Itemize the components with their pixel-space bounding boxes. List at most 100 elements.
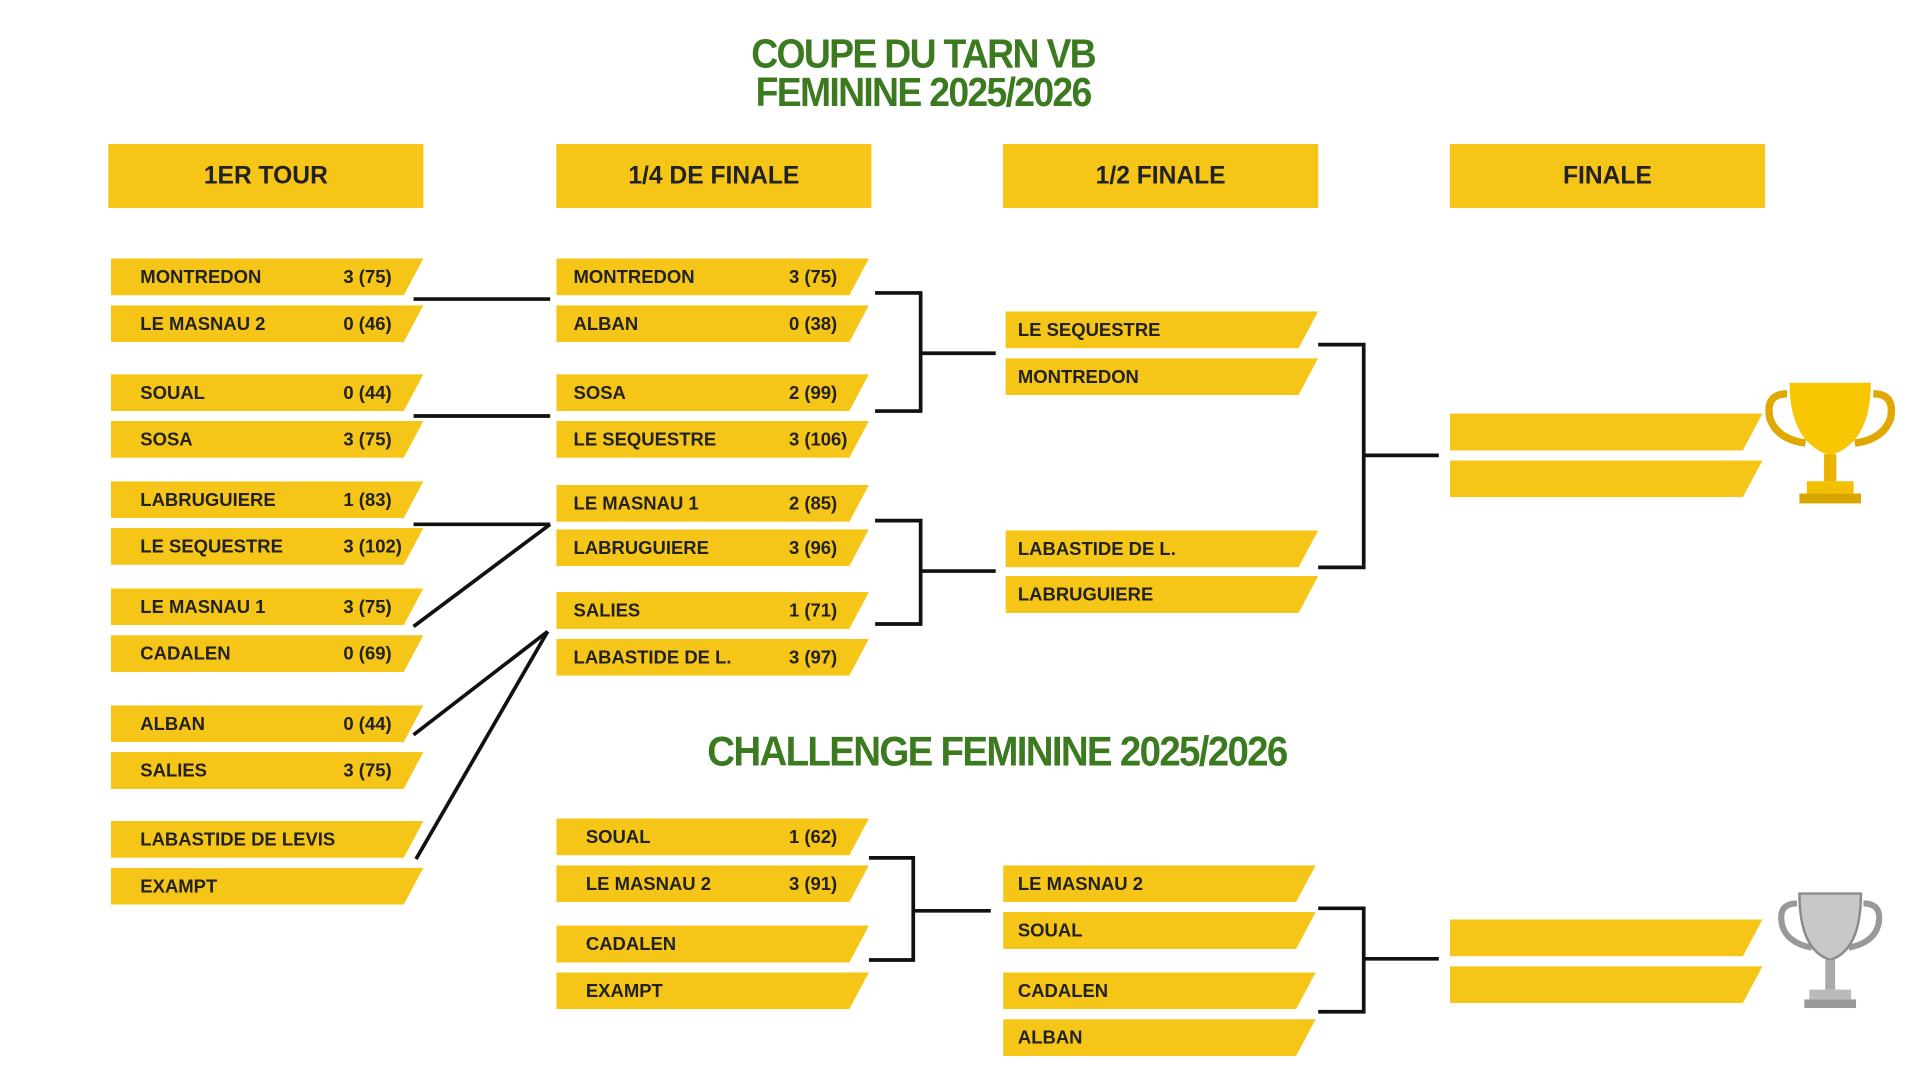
bracket-connector: [1318, 342, 1366, 570]
header-round1: 1ER TOUR: [108, 144, 424, 209]
team-slot: SOSA 2 (99): [556, 374, 869, 411]
challenge-title: CHALLENGE FEMININE 2025/2026: [707, 728, 1288, 776]
team-slot: LE MASNAU 2 0 (46): [111, 305, 424, 342]
team-score: 1 (62): [788, 827, 838, 849]
team-score: 3 (75): [788, 267, 838, 289]
team-name: EXAMPT: [140, 876, 218, 898]
team-slot: ALBAN: [1003, 1019, 1316, 1056]
bracket-connector: [1318, 906, 1366, 1014]
header-final: FINALE: [1449, 144, 1765, 209]
connector-line: [412, 522, 552, 628]
team-slot: LE MASNAU 2 3 (91): [556, 865, 869, 902]
team-slot: SOUAL 0 (44): [111, 374, 424, 411]
team-slot: ALBAN 0 (38): [556, 305, 869, 342]
team-slot: MONTREDON 3 (75): [111, 258, 424, 295]
team-slot: MONTREDON 3 (75): [556, 258, 869, 295]
team-name: LE MASNAU 1: [140, 596, 266, 618]
team-name: LABASTIDE DE L.: [1017, 539, 1176, 561]
team-slot: LABASTIDE DE LEVIS: [111, 821, 424, 858]
team-score: 2 (85): [788, 493, 838, 515]
team-score: 2 (99): [788, 382, 838, 404]
team-name: LE SEQUESTRE: [140, 536, 283, 558]
team-score: 0 (38): [788, 313, 838, 335]
team-slot: LABRUGUIERE 3 (96): [556, 529, 869, 566]
team-name: EXAMPT: [585, 980, 663, 1002]
gold-trophy-icon: [1765, 382, 1896, 504]
team-score: 0 (46): [343, 313, 392, 335]
team-slot: LABASTIDE DE L. 3 (97): [556, 639, 869, 676]
team-score: 3 (102): [343, 536, 402, 558]
team-slot: [1450, 919, 1763, 956]
main-title: COUPE DU TARN VB FEMININE 2025/2026: [640, 30, 1206, 115]
team-name: LE MASNAU 2: [585, 873, 712, 895]
team-slot: SOUAL: [1003, 912, 1316, 949]
team-slot: CADALEN 0 (69): [111, 635, 424, 672]
team-score: 3 (75): [343, 429, 392, 451]
team-slot: [1450, 414, 1763, 451]
team-name: LABRUGUIERE: [1017, 584, 1154, 606]
team-slot: LE MASNAU 2: [1003, 865, 1316, 902]
team-name: LABASTIDE DE L.: [573, 647, 732, 669]
team-score: 1 (83): [343, 489, 392, 511]
team-name: SOSA: [140, 429, 193, 451]
team-score: 0 (44): [343, 382, 392, 404]
team-score: 0 (44): [343, 713, 392, 735]
team-slot: LABRUGUIERE 1 (83): [111, 481, 424, 518]
silver-trophy-icon: [1778, 892, 1883, 1009]
team-slot: LABRUGUIERE: [1006, 576, 1319, 613]
team-name: LABRUGUIERE: [573, 537, 709, 559]
team-name: MONTREDON: [573, 267, 695, 289]
team-name: SALIES: [140, 760, 208, 782]
team-slot: SALIES 3 (75): [111, 752, 424, 789]
team-slot: ALBAN 0 (44): [111, 705, 424, 742]
team-slot: EXAMPT: [556, 972, 869, 1009]
team-slot: [1450, 966, 1763, 1003]
team-name: SOUAL: [585, 827, 651, 849]
team-slot: MONTREDON: [1006, 358, 1319, 395]
team-name: CADALEN: [585, 934, 677, 956]
main-title-line2: FEMININE 2025/2026: [755, 68, 1093, 115]
team-slot: [1450, 460, 1763, 497]
team-slot: LE SEQUESTRE: [1006, 311, 1319, 348]
header-semifinals: 1/2 FINALE: [1003, 144, 1319, 209]
team-name: LE SEQUESTRE: [1017, 320, 1161, 341]
team-slot: LABASTIDE DE L.: [1006, 530, 1319, 567]
team-name: LABRUGUIERE: [140, 489, 276, 511]
team-name: LE MASNAU 2: [140, 313, 266, 335]
team-score: 3 (106): [788, 429, 848, 451]
team-name: MONTREDON: [1017, 366, 1139, 388]
team-name: LE MASNAU 1: [573, 493, 699, 515]
team-name: SOSA: [573, 382, 626, 404]
team-name: SOUAL: [1017, 920, 1083, 942]
team-score: 3 (97): [788, 647, 838, 669]
team-name: CADALEN: [140, 643, 231, 665]
team-slot: EXAMPT: [111, 868, 424, 905]
team-name: LE MASNAU 2: [1017, 873, 1144, 895]
team-score: 3 (75): [343, 267, 392, 289]
team-name: SOUAL: [140, 382, 205, 404]
team-score: 3 (96): [788, 537, 838, 559]
team-name: LABASTIDE DE LEVIS: [140, 829, 336, 851]
team-name: ALBAN: [140, 713, 205, 735]
bracket-connector: [868, 856, 916, 962]
team-score: 1 (71): [788, 600, 838, 622]
team-name: LE SEQUESTRE: [573, 429, 717, 451]
team-name: CADALEN: [1017, 980, 1109, 1002]
team-slot: LE SEQUESTRE 3 (102): [111, 528, 424, 565]
team-score: 3 (91): [788, 873, 838, 895]
bracket-connector: [875, 518, 923, 626]
team-name: ALBAN: [1017, 1027, 1083, 1049]
team-slot: CADALEN: [556, 926, 869, 963]
main-title-line1: COUPE DU TARN VB: [751, 30, 1096, 77]
team-name: MONTREDON: [140, 267, 262, 289]
team-score: 3 (75): [343, 760, 392, 782]
team-name: ALBAN: [573, 313, 639, 335]
team-slot: SOSA 3 (75): [111, 421, 424, 458]
team-slot: SOUAL 1 (62): [556, 818, 869, 855]
team-score: 0 (69): [343, 643, 392, 665]
team-slot: LE MASNAU 1 2 (85): [556, 485, 869, 522]
